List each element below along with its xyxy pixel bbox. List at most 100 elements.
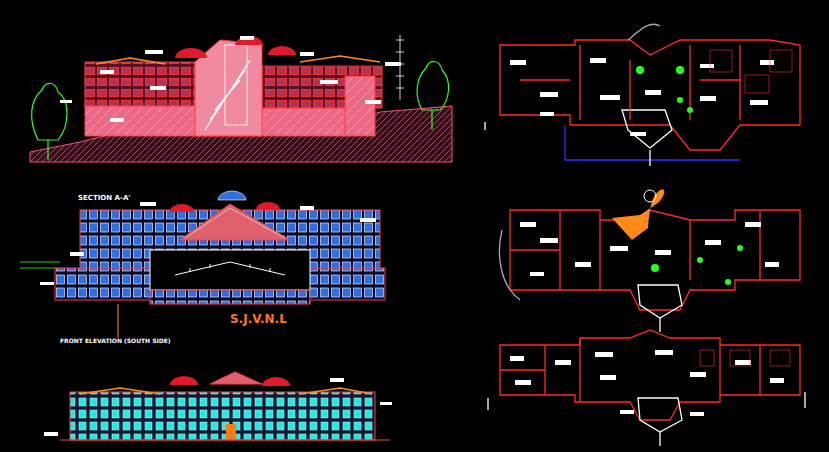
drawing-shape	[110, 118, 124, 122]
drawing-shape	[770, 50, 792, 72]
drawing-shape	[651, 245, 743, 285]
drawing-shape	[565, 125, 740, 160]
drawing-shape	[140, 202, 156, 206]
elevation-drawing	[44, 372, 392, 440]
floor-plan	[488, 330, 805, 446]
drawing-shape	[118, 304, 119, 340]
drawing-shape	[510, 60, 526, 65]
drawing-shape	[70, 252, 84, 256]
plan-furniture	[520, 189, 779, 285]
drawing-shape	[620, 410, 634, 414]
drawing-shape	[745, 222, 761, 227]
drawing-shape	[175, 48, 207, 58]
drawing-shape	[590, 58, 606, 63]
drawing-shape	[745, 75, 769, 93]
drawing-shape	[145, 50, 163, 54]
drawing-shape	[644, 190, 656, 202]
drawing-shape	[268, 46, 296, 55]
drawing-shape	[256, 202, 280, 210]
drawing-shape	[240, 36, 254, 40]
drawing-shape	[70, 392, 375, 440]
drawing-shape	[520, 222, 779, 276]
drawing-shape	[185, 208, 285, 238]
drawing-shape	[170, 204, 194, 212]
drawing-shape	[500, 40, 800, 150]
drawing-shape	[659, 318, 660, 332]
drawing-shape	[770, 378, 784, 383]
drawing-shape	[85, 62, 195, 106]
drawing-shape	[170, 376, 198, 385]
drawing-shape	[655, 350, 673, 355]
drawing-shape	[651, 264, 659, 272]
drawing-shape	[365, 100, 381, 104]
drawing-shape	[530, 272, 544, 276]
drawing-shape	[360, 218, 376, 222]
drawing-shape	[44, 432, 58, 436]
drawing-shape	[510, 350, 784, 416]
drawing-shape	[705, 240, 721, 245]
drawing-shape	[40, 202, 376, 285]
drawing-shape	[700, 96, 716, 101]
drawing-shape	[32, 83, 67, 160]
drawing-shape	[96, 58, 165, 64]
drawing-shape	[510, 356, 524, 361]
drawing-shape	[676, 66, 684, 74]
drawing-shape	[725, 279, 731, 285]
drawing-shape	[510, 58, 774, 136]
drawing-shape	[40, 282, 54, 285]
drawing-label: FRONT ELEVATION (SOUTH SIDE)	[58, 338, 173, 345]
drawing-shape	[20, 262, 60, 268]
drawing-shape	[636, 66, 693, 113]
floor-plan	[499, 210, 800, 332]
drawing-shape	[205, 60, 250, 130]
drawing-shape	[700, 350, 790, 366]
drawing-shape	[638, 285, 682, 318]
drawing-shape	[735, 360, 751, 365]
drawing-shape	[600, 95, 620, 100]
drawing-shape	[710, 50, 792, 93]
drawing-shape	[80, 388, 372, 394]
drawing-shape	[765, 262, 779, 267]
drawing-shape	[600, 375, 616, 380]
drawing-shape	[320, 80, 338, 84]
drawing-shape	[218, 191, 246, 200]
drawing-shape	[60, 36, 401, 122]
drawing-shape	[520, 45, 740, 120]
drawing-shape	[697, 257, 703, 263]
drawing-shape	[750, 100, 768, 105]
drawing-shape	[300, 52, 314, 56]
drawing-shape	[235, 36, 263, 45]
drawing-shape	[730, 350, 750, 366]
drawing-label: SECTION A-A'	[76, 194, 132, 202]
drawing-shape	[210, 372, 262, 384]
drawing-shape	[385, 62, 401, 66]
drawing-shape	[44, 378, 392, 436]
drawing-shape	[500, 338, 760, 402]
drawing-shape	[690, 372, 706, 377]
drawing-shape	[645, 90, 661, 95]
drawing-shape	[330, 378, 344, 382]
drawing-shape	[612, 189, 664, 240]
drawing-shape	[638, 398, 682, 432]
drawing-shape	[610, 246, 628, 251]
drawing-shape	[225, 45, 247, 125]
drawing-shape	[737, 245, 743, 251]
drawing-shape	[636, 66, 644, 74]
drawing-shape	[345, 76, 375, 136]
drawing-shape	[175, 262, 285, 275]
drawing-shape	[150, 86, 166, 90]
drawing-shape	[500, 330, 800, 420]
drawing-shape	[520, 222, 536, 227]
drawing-shape	[628, 24, 660, 40]
front-elevation	[20, 191, 385, 340]
drawing-shape	[300, 56, 380, 62]
drawing-shape	[499, 230, 520, 300]
drawing-shape	[540, 238, 558, 243]
drawing-shape	[700, 64, 714, 68]
drawing-shape	[595, 352, 613, 357]
drawing-shape	[687, 107, 693, 113]
drawing-shape	[760, 60, 774, 65]
drawing-shape	[510, 210, 800, 310]
